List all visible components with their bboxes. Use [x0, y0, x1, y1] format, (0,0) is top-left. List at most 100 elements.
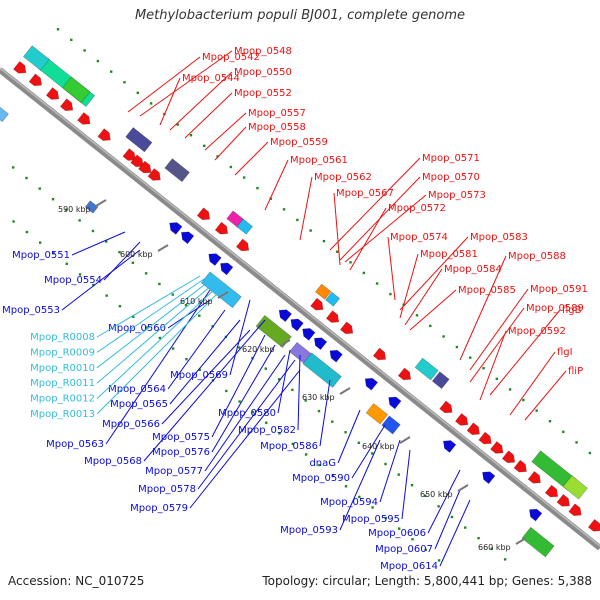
- track-dot: [65, 262, 68, 266]
- forward-label: Mpop_0585: [458, 285, 516, 296]
- forward-label: Mpop_0574: [390, 232, 448, 243]
- forward-label-line: [234, 141, 269, 176]
- reverse-gene: [388, 396, 402, 410]
- track-dot: [242, 176, 246, 179]
- reverse-label: Mpop_0606: [368, 528, 426, 539]
- track-dot: [225, 389, 228, 393]
- track-dot: [424, 548, 427, 552]
- track-dot: [482, 367, 485, 370]
- reverse-gene: [313, 337, 328, 351]
- track-dot: [410, 484, 414, 487]
- scale-tick: [399, 436, 411, 444]
- track-dot: [78, 219, 81, 222]
- forward-label: Mpop_0573: [428, 190, 486, 201]
- reverse-label-line: [105, 289, 211, 445]
- forward-gene: [325, 310, 340, 323]
- track-dot: [78, 273, 82, 276]
- reverse-label-line: [204, 354, 286, 472]
- reverse-label-line: [189, 369, 301, 509]
- reverse-label-line: [167, 309, 226, 390]
- forward-block: [315, 283, 332, 300]
- reverse-label: Mpop_0560: [108, 323, 166, 334]
- forward-label: Mpop_0558: [248, 122, 306, 133]
- track-dot: [344, 431, 347, 434]
- track-dot: [237, 346, 241, 349]
- forward-block: [125, 127, 153, 153]
- track-dot: [96, 59, 100, 63]
- track-dot: [304, 399, 307, 402]
- genome-backbone: [0, 67, 600, 551]
- reverse-label: Mpop_0565: [110, 399, 168, 410]
- reverse-gene: [220, 262, 234, 276]
- reverse-label: Mpop_0580: [218, 408, 276, 419]
- rna-label-line: [96, 290, 221, 415]
- forward-label: Mpop_0584: [444, 264, 502, 275]
- rna-label-line: [96, 278, 205, 353]
- reverse-label: Mpop_0577: [145, 466, 203, 477]
- track-dot: [384, 516, 388, 520]
- track-dot: [282, 208, 286, 211]
- track-dot: [322, 239, 326, 243]
- forward-gene: [147, 168, 161, 181]
- scale-label: 620 kbp: [242, 345, 275, 354]
- track-dot: [336, 250, 339, 253]
- track-dot: [384, 462, 387, 466]
- reverse-gene: [443, 440, 457, 453]
- forward-label: Mpop_0581: [420, 249, 478, 260]
- track-dot: [185, 357, 188, 361]
- track-dot: [389, 292, 392, 296]
- reverse-gene: [290, 318, 304, 332]
- forward-label-line: [459, 255, 507, 361]
- forward-label: fliP: [568, 366, 583, 377]
- forward-gene: [138, 160, 152, 174]
- forward-label-line: [409, 289, 457, 331]
- track-dot: [291, 442, 295, 446]
- forward-gene: [130, 154, 144, 168]
- reverse-label-line: [161, 329, 251, 425]
- scale-tick: [457, 484, 469, 492]
- reverse-gene: [180, 231, 195, 245]
- forward-label-line: [184, 92, 233, 139]
- track-dot: [304, 453, 308, 456]
- forward-block: [22, 45, 50, 71]
- reverse-label-line: [277, 349, 291, 414]
- reverse-label: Mpop_0594: [320, 497, 378, 508]
- reverse-label: Mpop_0590: [292, 473, 350, 484]
- track-dot: [362, 271, 366, 275]
- forward-gene: [466, 422, 480, 436]
- track-dot: [158, 336, 162, 340]
- track-dot: [11, 166, 15, 169]
- forward-label-line: [469, 288, 529, 371]
- track-dot: [358, 495, 361, 499]
- track-dot: [149, 102, 153, 105]
- reverse-label-line: [197, 359, 296, 490]
- track-dot: [51, 198, 55, 201]
- forward-label-line: [333, 192, 341, 266]
- forward-gene: [568, 503, 582, 517]
- track-dot: [437, 505, 440, 508]
- track-dot: [349, 261, 352, 264]
- track-dot: [397, 527, 401, 530]
- track-dot: [198, 368, 201, 371]
- reverse-label-line: [351, 424, 386, 479]
- reverse-block: [381, 415, 401, 435]
- reverse-label: Mpop_0568: [84, 456, 142, 467]
- forward-label: Mpop_0561: [290, 155, 348, 166]
- forward-gene: [513, 459, 527, 473]
- forward-block: [164, 158, 190, 183]
- reverse-label-line: [211, 344, 276, 453]
- forward-gene: [439, 400, 453, 414]
- reverse-label-line: [169, 319, 241, 405]
- forward-label: Mpop_0589: [526, 303, 584, 314]
- track-dot: [109, 70, 113, 73]
- rna-label-line: [96, 275, 201, 338]
- reverse-label: Mpop_0563: [46, 439, 104, 450]
- track-dot: [269, 197, 272, 200]
- reverse-label: Mpop_0575: [152, 432, 210, 443]
- reverse-label-line: [337, 409, 361, 464]
- rna-label-line: [96, 281, 209, 369]
- track-dot: [265, 421, 268, 424]
- forward-block: [414, 357, 439, 381]
